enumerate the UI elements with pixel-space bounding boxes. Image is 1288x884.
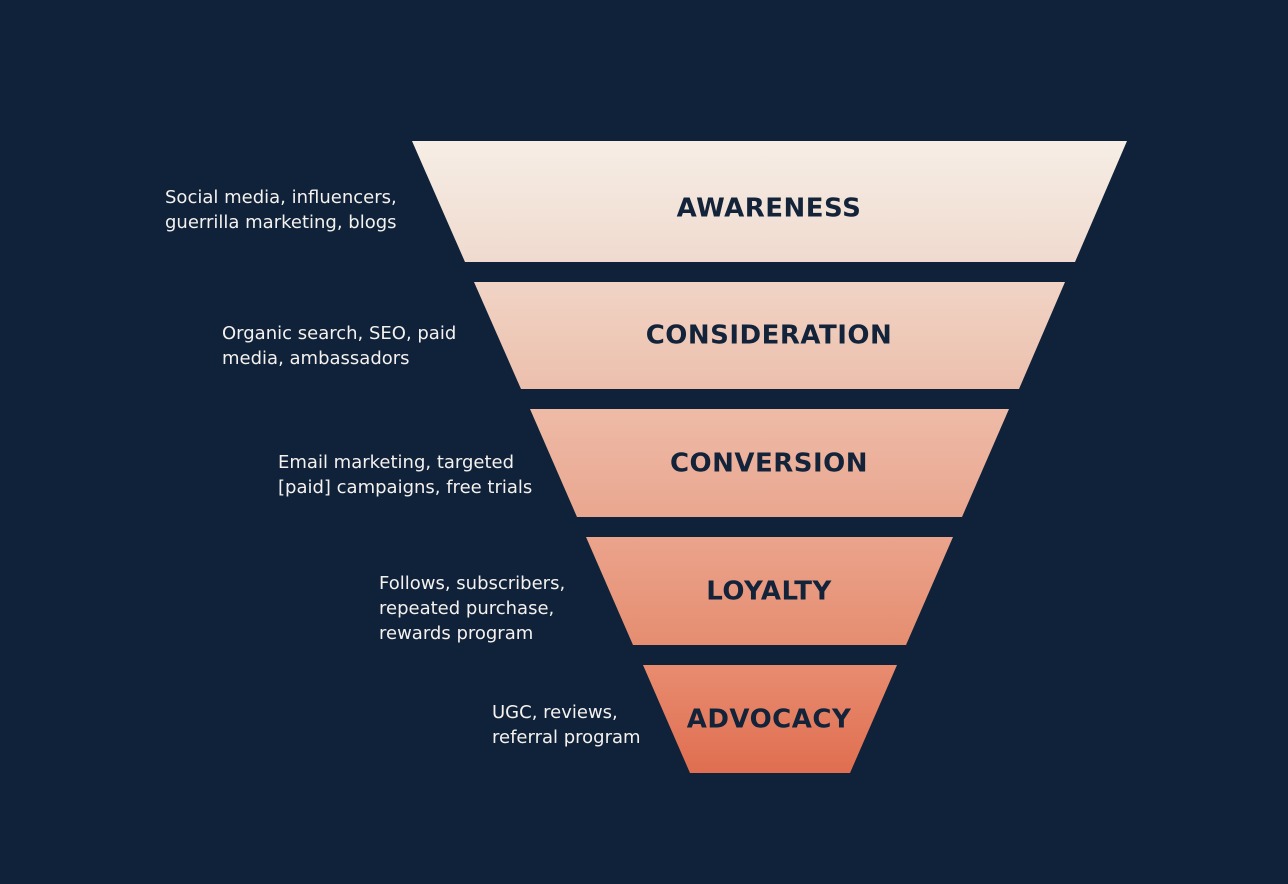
loyalty-description-line: Follows, subscribers, [379,573,566,594]
funnel-segment-conversion [530,409,1009,517]
funnel-segment-awareness [412,141,1127,262]
stage-label-loyalty: LOYALTY [706,577,832,607]
consideration-description: Organic search, SEO, paid media, ambassa… [222,321,456,371]
loyalty-description-line: repeated purchase, [379,598,555,619]
loyalty-description-line: rewards program [379,623,534,644]
awareness-description: Social media, influencers, guerrilla mar… [165,185,397,235]
loyalty-description: Follows, subscribers, repeated purchase,… [379,571,565,646]
funnel-stage-advocacy: ADVOCACY [643,665,897,773]
advocacy-description: UGC, reviews, referral program [492,700,641,750]
funnel-stage-loyalty: LOYALTY [586,537,953,645]
awareness-description-line: Social media, influencers, [165,187,397,208]
funnel-segment-advocacy [643,665,897,773]
advocacy-description-line: UGC, reviews, [492,702,618,723]
stage-label-conversion: CONVERSION [670,449,868,479]
stage-label-awareness: AWARENESS [677,194,862,224]
funnel-stage-awareness: AWARENESS [412,141,1127,262]
stage-label-advocacy: ADVOCACY [687,705,852,735]
consideration-description-line: media, ambassadors [222,348,410,369]
funnel-segment-consideration [474,282,1065,389]
conversion-description-line: Email marketing, targeted [278,452,515,473]
conversion-description-line: [paid] campaigns, free trials [278,477,533,498]
funnel-stage-conversion: CONVERSION [530,409,1009,517]
funnel-segment-loyalty [586,537,953,645]
advocacy-description-line: referral program [492,727,641,748]
consideration-description-line: Organic search, SEO, paid [222,323,457,344]
stage-label-consideration: CONSIDERATION [646,321,893,351]
conversion-description: Email marketing, targeted [paid] campaig… [278,450,532,500]
funnel-stage-consideration: CONSIDERATION [474,282,1065,389]
awareness-description-line: guerrilla marketing, blogs [165,212,397,233]
